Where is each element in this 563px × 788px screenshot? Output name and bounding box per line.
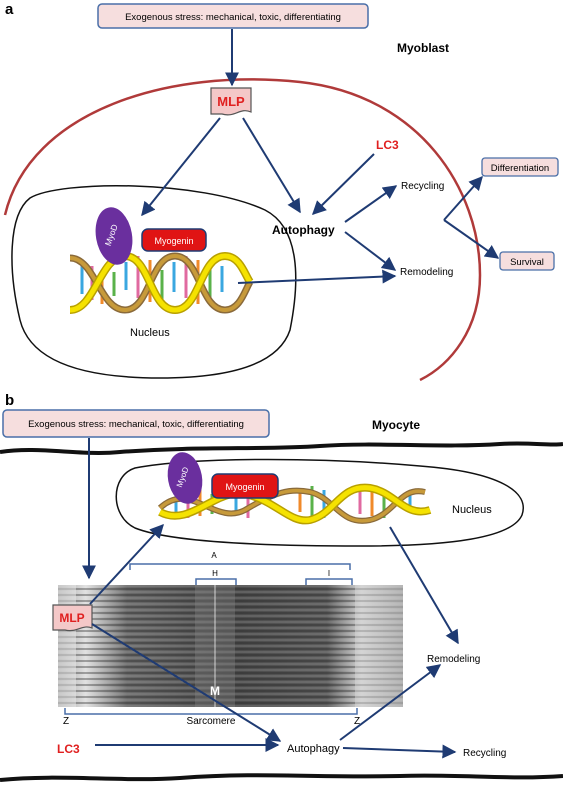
- z-left-label: Z: [63, 716, 69, 727]
- myogenin-b: [211, 473, 279, 499]
- mlp-label-b: MLP: [59, 611, 84, 625]
- autophagy-label-a: Autophagy: [272, 223, 335, 237]
- remodeling-label-b: Remodeling: [427, 654, 480, 665]
- myogenin-b-label: Myogenin: [225, 482, 264, 492]
- differentiation-label: Differentiation: [491, 163, 549, 174]
- survival-box: [499, 251, 555, 271]
- survival-label: Survival: [510, 257, 544, 268]
- nucleus-a-label: Nucleus: [130, 327, 170, 339]
- sarcomere-micrograph: [58, 585, 403, 707]
- mlp-tag-a: [210, 87, 252, 116]
- panel-b-letter: b: [5, 392, 14, 409]
- arrows-a: [141, 29, 500, 284]
- myod-a: [95, 207, 133, 265]
- panel-a: a Myoblast Exogenous stress: mechanical,…: [3, 1, 559, 382]
- dna-helix-b: [157, 483, 432, 525]
- recycling-label-a: Recycling: [401, 181, 444, 192]
- myoblast-membrane: [3, 78, 482, 382]
- stress-box-b-text: Exogenous stress: mechanical, toxic, dif…: [28, 419, 244, 430]
- myogenin-a: [141, 228, 207, 252]
- sarcomere-label: Sarcomere: [187, 716, 236, 727]
- z-right-label: Z: [354, 716, 360, 727]
- band-i-label: I: [328, 569, 330, 578]
- lc3-label-a: LC3: [376, 138, 399, 152]
- autophagy-label-b: Autophagy: [287, 743, 340, 755]
- band-h-label: H: [212, 569, 218, 578]
- myogenin-a-label: Myogenin: [154, 236, 193, 246]
- arrows-b: [82, 438, 459, 759]
- myocyte-label: Myocyte: [372, 418, 420, 432]
- sarcomere-brackets: [64, 563, 358, 715]
- myoblast-label: Myoblast: [397, 41, 449, 55]
- stress-box-b: [2, 409, 270, 438]
- myod-b: [167, 452, 203, 504]
- nucleus-b-label: Nucleus: [452, 504, 492, 516]
- stress-box-a-text: Exogenous stress: mechanical, toxic, dif…: [125, 12, 341, 23]
- remodeling-label-a: Remodeling: [400, 267, 453, 278]
- m-line-label: M: [210, 684, 220, 698]
- dna-helix-a: [69, 251, 254, 315]
- myocyte-top-border: [0, 441, 563, 455]
- differentiation-box: [481, 157, 559, 177]
- mlp-tag-b: [52, 604, 93, 632]
- recycling-label-b: Recycling: [463, 748, 506, 759]
- stress-box-a: [97, 3, 369, 29]
- mlp-label-a: MLP: [217, 94, 245, 109]
- lc3-label-b: LC3: [57, 742, 80, 756]
- myocyte-bottom-border: [0, 773, 563, 782]
- band-a-label: A: [211, 551, 217, 560]
- panel-a-letter: a: [5, 1, 14, 18]
- panel-b: b Myocyte Exogenous stress: mechanical, …: [0, 392, 563, 782]
